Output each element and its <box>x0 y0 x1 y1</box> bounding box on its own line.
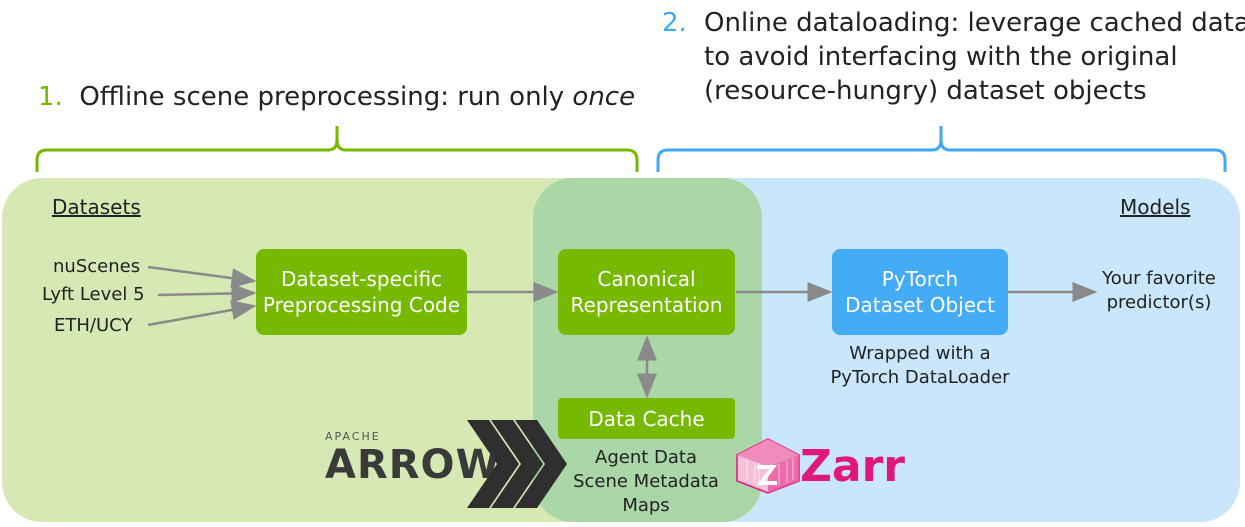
offline-heading: 1. Offline scene preprocessing: run only… <box>38 80 635 114</box>
pytorch-box: PyTorch Dataset Object <box>832 249 1008 335</box>
arrow-nuscenes <box>147 265 257 288</box>
cache-contents: Agent Data Scene Metadata Maps <box>560 446 732 518</box>
pytorch-line-1: PyTorch <box>881 267 959 291</box>
predictor-line-2: predictor(s) <box>1106 292 1212 313</box>
predictor-caption: Your favorite predictor(s) <box>1094 267 1224 315</box>
pytorch-line-2: Dataset Object <box>845 293 995 317</box>
zarr-logo-text: Zarr <box>800 441 905 492</box>
apache-arrow-small-text: APACHE <box>325 430 381 443</box>
online-heading-line-3: (resource-hungry) dataset objects <box>704 76 1147 106</box>
cache-content-maps: Maps <box>622 495 670 516</box>
offline-heading-number: 1. <box>38 82 63 112</box>
cache-content-metadata: Scene Metadata <box>573 471 719 492</box>
data-cache-box: Data Cache <box>558 398 735 439</box>
dataloader-line-2: PyTorch DataLoader <box>830 367 1010 388</box>
arrow-lyft <box>157 283 257 304</box>
dataset-nuscenes: nuScenes <box>53 256 141 277</box>
preprocessing-line-2: Preprocessing Code <box>262 293 461 317</box>
predictor-line-1: Your favorite <box>1102 268 1216 289</box>
online-heading-number: 2. <box>662 8 687 38</box>
apache-arrow-big-text: ARROW <box>325 442 501 488</box>
canonical-line-1: Canonical <box>597 267 696 291</box>
offline-heading-text: Offline scene preprocessing: run only <box>79 82 573 112</box>
models-label: Models <box>1120 195 1191 219</box>
data-cache-label: Data Cache <box>588 406 705 431</box>
canonical-line-2: Representation <box>570 293 723 317</box>
canonical-box: Canonical Representation <box>558 249 735 335</box>
offline-heading-emphasis: once <box>572 82 636 112</box>
online-heading-line-1: Online dataloading: leverage cached data <box>704 8 1245 38</box>
zarr-cube-icon <box>736 438 800 494</box>
dataloader-caption: Wrapped with a PyTorch DataLoader <box>810 342 1030 390</box>
apache-arrow-logo: APACHE ARROW <box>325 430 501 487</box>
arrow-ethucy <box>147 300 257 327</box>
datasets-label: Datasets <box>52 195 141 219</box>
dataset-lyft: Lyft Level 5 <box>42 284 145 305</box>
offline-brace <box>35 126 639 172</box>
online-heading-line-2: to avoid interfacing with the original <box>704 42 1178 72</box>
preprocessing-box: Dataset-specific Preprocessing Code <box>256 249 467 335</box>
dataloader-line-1: Wrapped with a <box>849 343 991 364</box>
online-brace <box>656 126 1227 172</box>
arrow-chevrons-icon <box>467 420 567 508</box>
preprocessing-line-1: Dataset-specific <box>280 267 443 291</box>
cache-content-agent: Agent Data <box>595 447 697 468</box>
dataset-ethucy: ETH/UCY <box>54 315 133 336</box>
online-heading: Online dataloading: leverage cached data… <box>704 6 1245 108</box>
